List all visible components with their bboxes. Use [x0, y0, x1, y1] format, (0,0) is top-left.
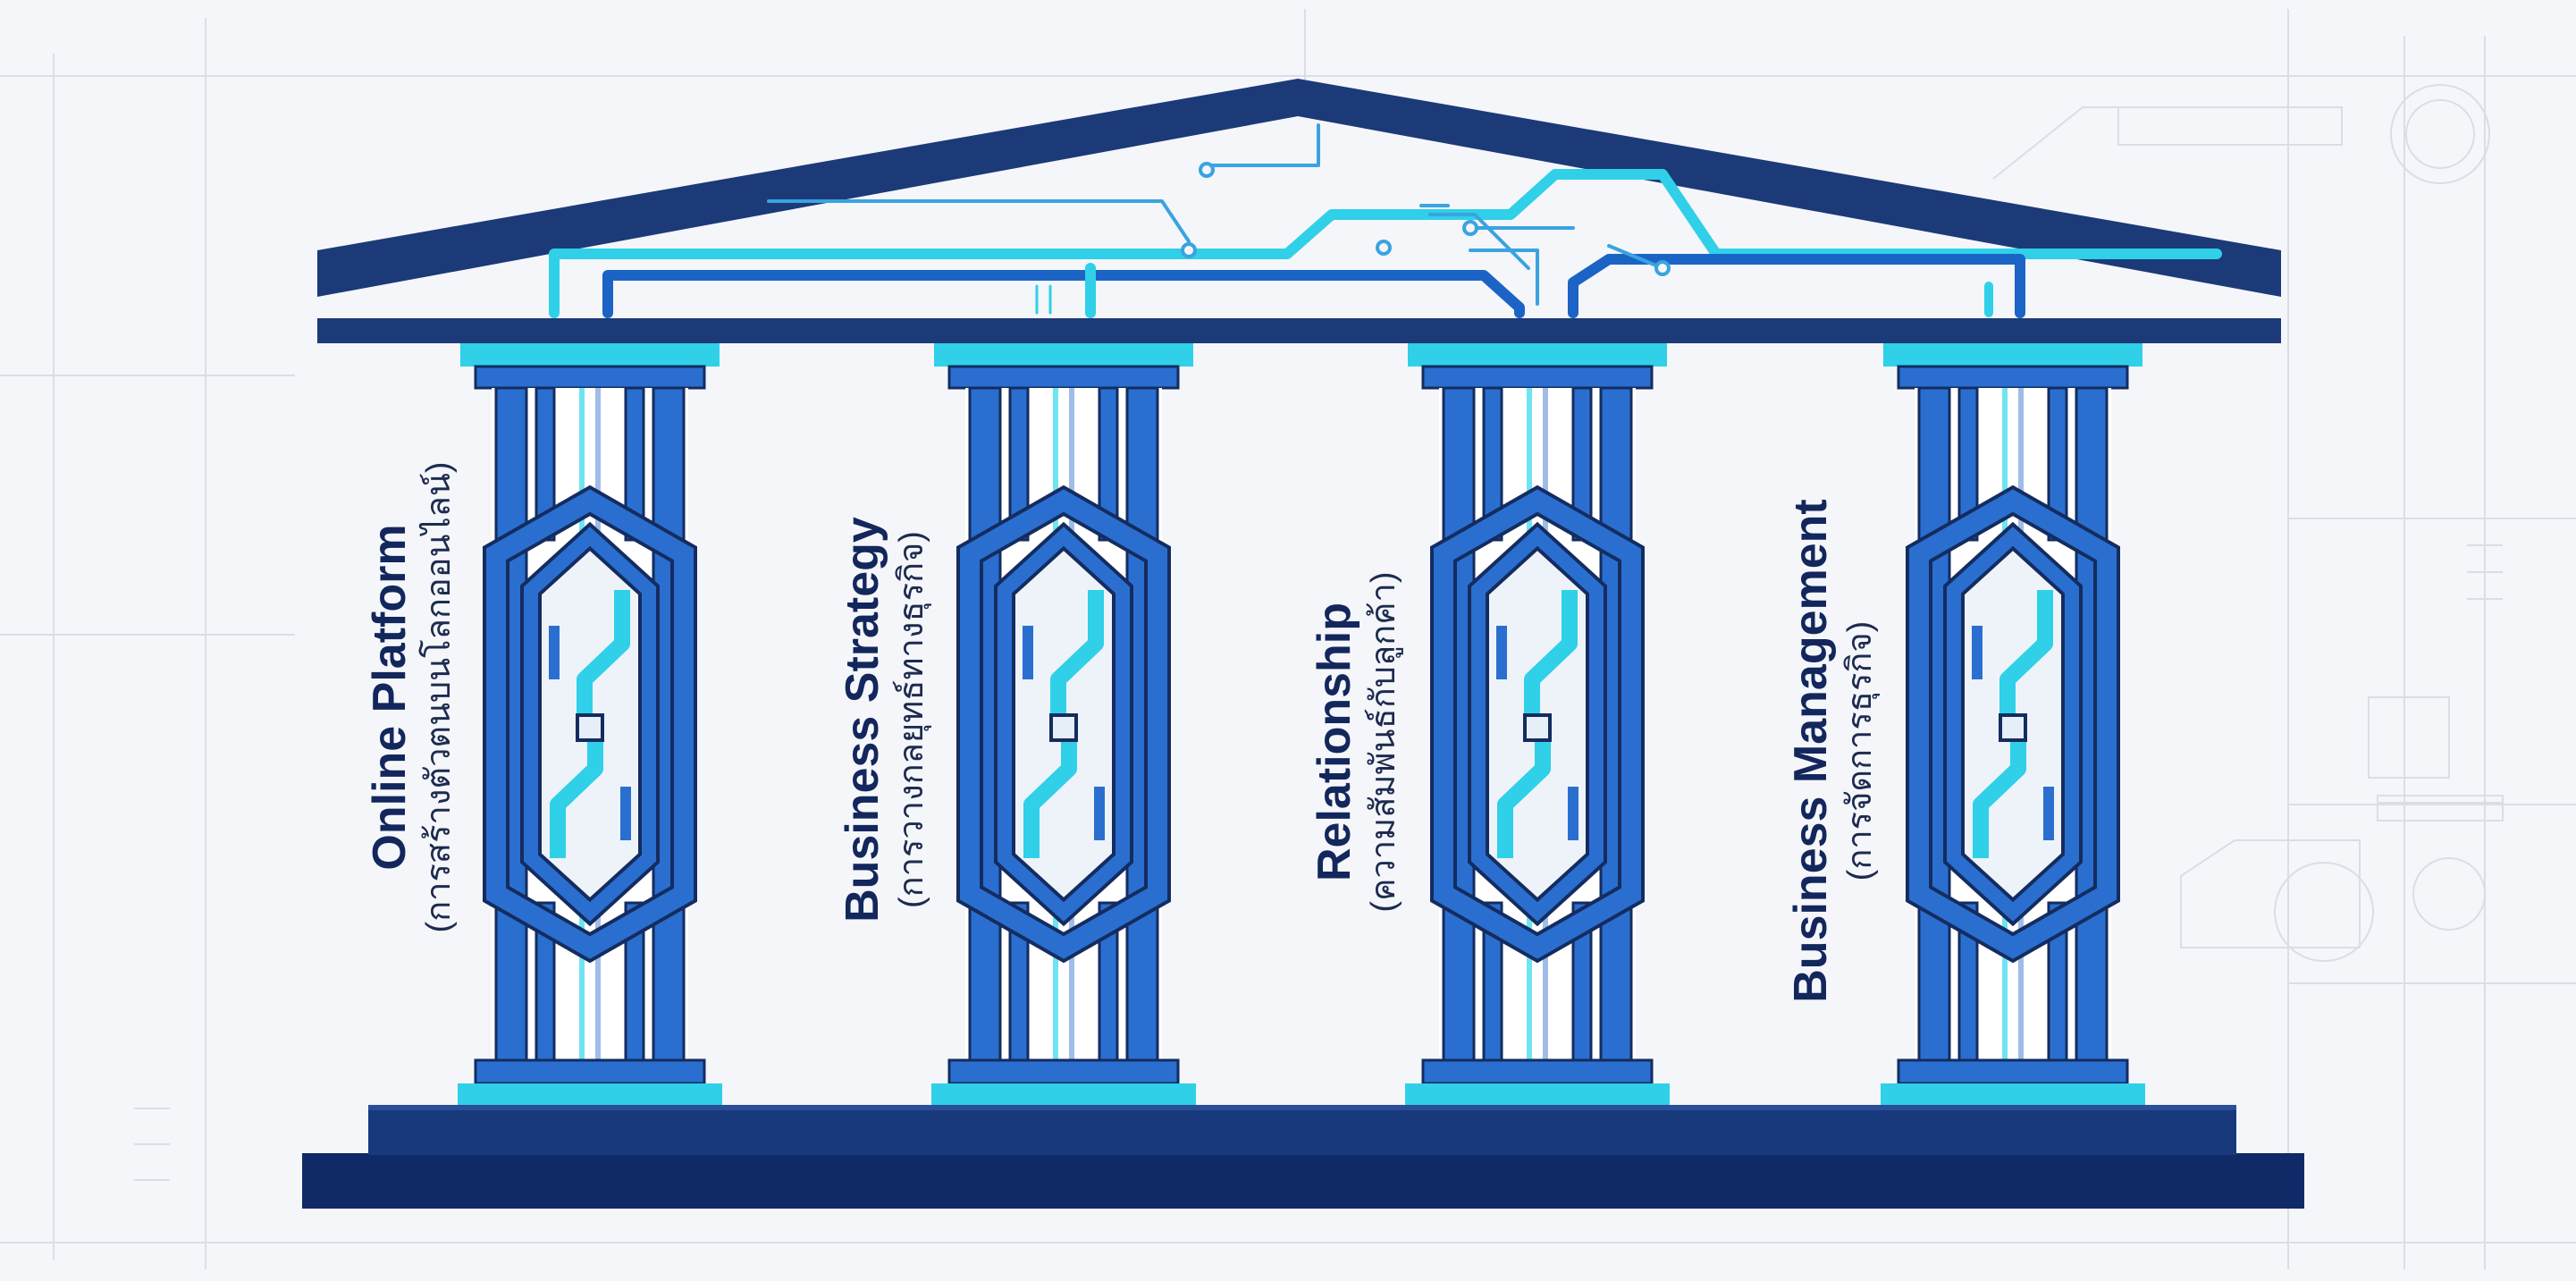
pillar-capital [1408, 343, 1667, 367]
base-upper-step [368, 1105, 2236, 1155]
pillar-capital [934, 343, 1193, 367]
base-lower-step [302, 1153, 2304, 1209]
pillar-capital [460, 343, 720, 367]
pillar-capital-lower [1897, 365, 2129, 390]
pillar-base-upper [1897, 1058, 2129, 1085]
roof-pediment [317, 79, 2281, 297]
pillar-capital-lower [1421, 365, 1654, 390]
pillar-title: Business Management [1785, 499, 1837, 1003]
pillar-online-platform [458, 343, 722, 1105]
pillar-frame [960, 489, 1167, 959]
pillar-label-business-strategy: Business Strategy (การวางกลยุทธ์ทางธุรกิ… [835, 469, 942, 970]
pillar-base [931, 1083, 1196, 1105]
pillar-title: Online Platform [364, 524, 416, 871]
pillar-circuit-upper [1050, 590, 1104, 715]
pillar-frame [486, 489, 694, 959]
pillar-base [458, 1083, 722, 1105]
pillar-label-business-management: Business Management (การจัดการธุรกิจ) [1783, 456, 1890, 1046]
pillar-capital-lower [474, 365, 706, 390]
pillar-label-relationship: Relationship (ความสัมพันธ์กับลูกค้า) [1307, 492, 1414, 992]
pillar-base-upper [947, 1058, 1180, 1085]
pillar-circuit-upper [577, 590, 630, 715]
pillar-chip [1999, 713, 2027, 742]
pillar-base [1881, 1083, 2145, 1105]
pillar-frame [1434, 489, 1641, 959]
roof-beam [317, 318, 2281, 343]
pillar-business-strategy [931, 343, 1196, 1105]
pillar-label-online-platform: Online Platform (การสร้างตัวตนบนโลกออนไล… [362, 447, 469, 948]
pillar-subtitle: (การสร้างตัวตนบนโลกออนไลน์) [420, 461, 458, 933]
pillar-base-upper [1421, 1058, 1654, 1085]
pillar-base [1405, 1083, 1670, 1105]
pillar-subtitle: (ความสัมพันธ์กับลูกค้า) [1365, 571, 1402, 913]
pillar-circuit-lower [550, 742, 603, 858]
pillar-title: Business Strategy [837, 517, 888, 923]
temple-roof [317, 79, 2281, 343]
pillar-business-management [1881, 343, 2145, 1105]
pillar-circuit-upper [1524, 590, 1578, 715]
pillar-title: Relationship [1309, 602, 1360, 882]
pillar-capital [1883, 343, 2142, 367]
pillar-inner-frame [524, 527, 656, 922]
pillar-circuit-upper [1999, 590, 2053, 715]
pillars [458, 343, 2145, 1105]
blueprint-background [0, 9, 2576, 1269]
pillar-inner-frame [1947, 527, 2079, 922]
pillar-capital-lower [947, 365, 1180, 390]
pillar-subtitle: (การจัดการธุรกิจ) [1841, 620, 1879, 881]
pillar-chip [1049, 713, 1078, 742]
pillar-circuit-lower [1973, 742, 2026, 858]
pillar-subtitle: (การวางกลยุทธ์ทางธุรกิจ) [893, 531, 930, 908]
circuit-traces [549, 123, 2222, 318]
pillar-inner-frame [1471, 527, 1604, 922]
temple-base [302, 1105, 2304, 1209]
pillar-relationship [1405, 343, 1670, 1105]
pillar-frame [1909, 489, 2117, 959]
pillar-inner-frame [998, 527, 1130, 922]
pillar-base-upper [474, 1058, 706, 1085]
pillar-circuit-lower [1497, 742, 1551, 858]
pillar-chip [1523, 713, 1552, 742]
pillar-circuit-lower [1023, 742, 1077, 858]
pillar-chip [576, 713, 604, 742]
